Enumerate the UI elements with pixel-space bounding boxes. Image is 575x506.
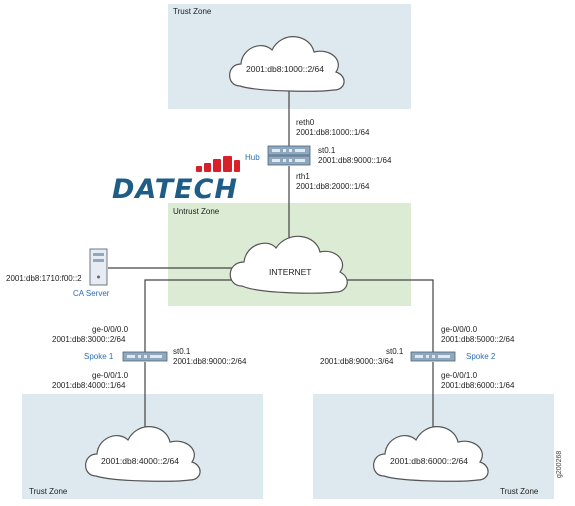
- trust-zone-right-label: Trust Zone: [500, 487, 539, 496]
- spoke2-ge000-addr: 2001:db8:5000::2/64: [441, 335, 515, 344]
- spoke2-ge010-addr: 2001:db8:6000::1/64: [441, 381, 515, 390]
- untrust-zone-label: Untrust Zone: [173, 207, 220, 216]
- spoke1-ge000-addr: 2001:db8:3000::2/64: [52, 335, 126, 344]
- spoke2-ge000-name: ge-0/0/0.0: [441, 325, 478, 334]
- spoke2-st-addr: 2001:db8:9000::3/64: [320, 357, 394, 366]
- trust-zone-top-label: Trust Zone: [173, 7, 212, 16]
- datech-logo: DATECH: [112, 174, 238, 205]
- spoke2-name: Spoke 2: [466, 352, 496, 361]
- trust-zone-left-label: Trust Zone: [29, 487, 68, 496]
- spoke1-ge010-name: ge-0/0/1.0: [92, 371, 129, 380]
- hub-device: [267, 145, 311, 166]
- hub-rth1-addr: 2001:db8:2000::1/64: [296, 182, 370, 191]
- cloud-left: [85, 426, 201, 482]
- spoke1-name: Spoke 1: [84, 352, 114, 361]
- hub-name: Hub: [245, 153, 260, 162]
- internet-label: INTERNET: [269, 267, 312, 277]
- logo-mark: [196, 156, 240, 172]
- hub-reth0-addr: 2001:db8:1000::1/64: [296, 128, 370, 137]
- link-internet-spoke1: [144, 279, 250, 352]
- link-internet-spoke2: [330, 279, 434, 352]
- spoke1-ge000-name: ge-0/0/0.0: [92, 325, 129, 334]
- spoke1-st-name: st0.1: [173, 347, 191, 356]
- spoke2-st-name: st0.1: [386, 347, 404, 356]
- ca-server-name: CA Server: [73, 289, 110, 298]
- cloud-left-label: 2001:db8:4000::2/64: [101, 456, 179, 466]
- cloud-top-label: 2001:db8:1000::2/64: [246, 64, 324, 74]
- spoke1-ge010-addr: 2001:db8:4000::1/64: [52, 381, 126, 390]
- spoke1-device: [122, 351, 168, 362]
- ca-server-addr: 2001:db8:1710:f00::2: [6, 274, 82, 283]
- ca-server-device: [89, 248, 108, 286]
- cloud-right-label: 2001:db8:6000::2/64: [390, 456, 468, 466]
- cloud-internet: [229, 235, 348, 294]
- cloud-top: [229, 36, 345, 92]
- hub-rth1-name: rth1: [296, 172, 310, 181]
- figure-id: g200268: [556, 450, 563, 478]
- spoke2-device: [410, 351, 456, 362]
- hub-reth0-name: reth0: [296, 118, 315, 127]
- spoke2-ge010-name: ge-0/0/1.0: [441, 371, 478, 380]
- hub-st-name: st0.1: [318, 146, 336, 155]
- hub-st-addr: 2001:db8:9000::1/64: [318, 156, 392, 165]
- cloud-right: [373, 426, 489, 482]
- spoke1-st-addr: 2001:db8:9000::2/64: [173, 357, 247, 366]
